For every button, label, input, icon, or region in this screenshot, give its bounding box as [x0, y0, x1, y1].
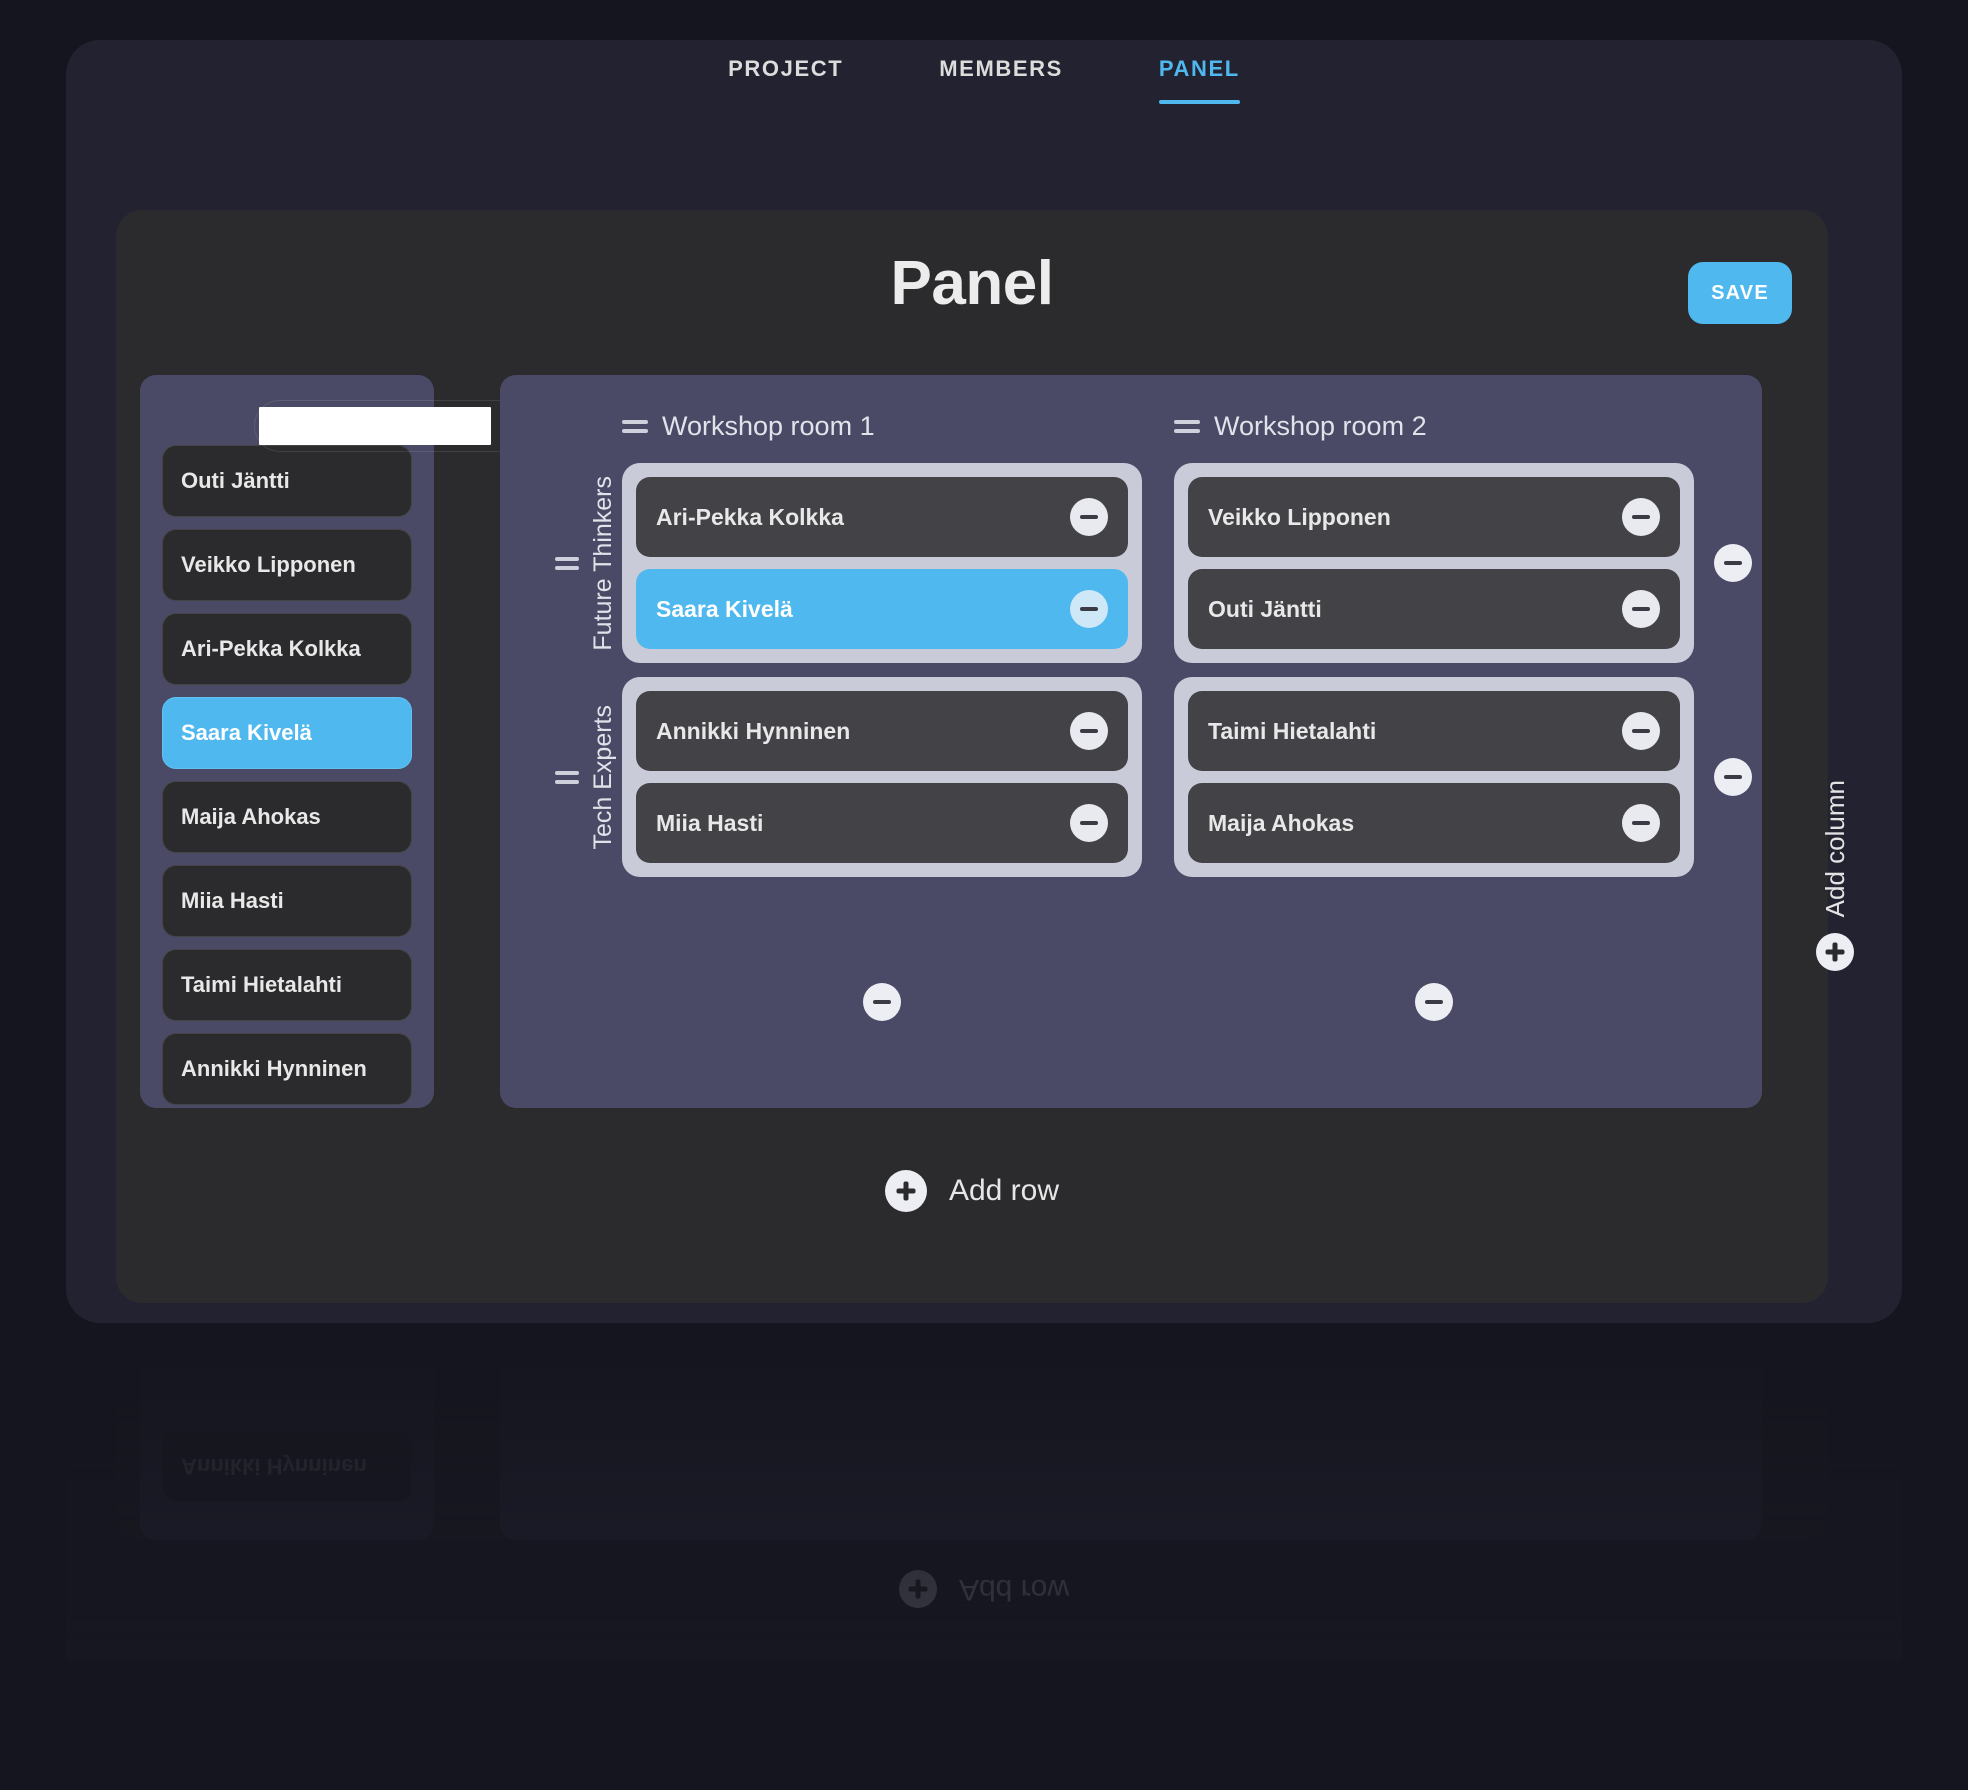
column-headers: Workshop room 1 Workshop room 2	[622, 411, 1722, 442]
list-item[interactable]: Maija Ahokas	[162, 781, 412, 853]
member-chip[interactable]: Taimi Hietalahti	[1188, 691, 1680, 771]
reflection-sidebar: Annikki Hynninen	[140, 1330, 434, 1540]
tab-project[interactable]: PROJECT	[680, 56, 891, 104]
member-chip[interactable]: Saara Kivelä	[636, 569, 1128, 649]
board-row: Future Thinkers Ari-Pekka Kolkka Saara K…	[550, 463, 1752, 663]
row-label-future-thinkers[interactable]: Future Thinkers	[550, 463, 622, 663]
member-chip-label: Maija Ahokas	[1208, 809, 1355, 836]
board-row: Tech Experts Annikki Hynninen Miia Hasti	[550, 677, 1752, 877]
member-chip-label: Veikko Lipponen	[1208, 503, 1391, 530]
column-remove-row	[622, 983, 1722, 1021]
drag-handle-icon[interactable]	[554, 556, 579, 570]
row-cells: Annikki Hynninen Miia Hasti Taimi Hietal…	[622, 677, 1694, 877]
add-column-icon[interactable]	[1816, 933, 1854, 972]
member-chip[interactable]: Maija Ahokas	[1188, 783, 1680, 863]
list-item[interactable]: Annikki Hynninen	[162, 1033, 412, 1105]
remove-row-button[interactable]	[1714, 758, 1752, 796]
member-chip-label: Outi Jäntti	[1208, 595, 1322, 622]
drag-handle-icon[interactable]	[1174, 420, 1200, 433]
cell-r2c2: Taimi Hietalahti Maija Ahokas	[1174, 677, 1694, 877]
page-title: Panel	[890, 249, 1054, 318]
member-pool-sidebar: Outi Jäntti Veikko Lipponen Ari-Pekka Ko…	[140, 375, 434, 1108]
cell-r2c1: Annikki Hynninen Miia Hasti	[622, 677, 1142, 877]
row-label-text: Tech Experts	[588, 704, 617, 850]
member-chip[interactable]: Outi Jäntti	[1188, 569, 1680, 649]
member-chip[interactable]: Annikki Hynninen	[636, 691, 1128, 771]
list-item[interactable]: Ari-Pekka Kolkka	[162, 613, 412, 685]
column-header-label: Workshop room 2	[1214, 411, 1427, 441]
reflection: Add row Annikki Hynninen	[66, 1330, 1902, 1660]
list-item[interactable]: Veikko Lipponen	[162, 529, 412, 601]
list-item[interactable]: Saara Kivelä	[162, 697, 412, 769]
remove-member-icon[interactable]	[1070, 712, 1108, 750]
member-chip-label: Miia Hasti	[656, 809, 764, 836]
cell-r1c1: Ari-Pekka Kolkka Saara Kivelä	[622, 463, 1142, 663]
remove-member-icon[interactable]	[1622, 712, 1660, 750]
remove-member-icon[interactable]	[1622, 498, 1660, 536]
add-row-control[interactable]: Add row	[116, 1170, 1828, 1212]
list-item[interactable]: Miia Hasti	[162, 865, 412, 937]
member-pool-list: Outi Jäntti Veikko Lipponen Ari-Pekka Ko…	[162, 445, 412, 1105]
member-chip[interactable]: Ari-Pekka Kolkka	[636, 477, 1128, 557]
remove-member-icon[interactable]	[1070, 804, 1108, 842]
drag-handle-icon[interactable]	[554, 770, 579, 784]
panel-card: Panel SAVE Outi Jäntti Veikko Lipponen A…	[116, 210, 1854, 1303]
member-chip[interactable]: Miia Hasti	[636, 783, 1128, 863]
cell-r1c2: Veikko Lipponen Outi Jäntti	[1174, 463, 1694, 663]
drag-handle-icon[interactable]	[622, 420, 648, 433]
reflection-add-row: Add row	[66, 1570, 1902, 1608]
reflection-frame: Add row Annikki Hynninen	[66, 1330, 1902, 1660]
column-header-label: Workshop room 1	[662, 411, 875, 441]
list-item[interactable]: Taimi Hietalahti	[162, 949, 412, 1021]
remove-row-button[interactable]	[1714, 544, 1752, 582]
member-chip-label: Taimi Hietalahti	[1208, 717, 1377, 744]
reflection-add-row-icon	[898, 1570, 937, 1608]
reflection-card: Annikki Hynninen	[116, 1330, 1828, 1540]
row-label-text: Future Thinkers	[588, 475, 617, 651]
reflection-add-row-label: Add row	[958, 1573, 1070, 1606]
add-column-label: Add column	[1819, 780, 1850, 918]
member-chip[interactable]: Veikko Lipponen	[1188, 477, 1680, 557]
save-button[interactable]: SAVE	[1688, 262, 1792, 324]
panel-board: Workshop room 1 Workshop room 2 Future T…	[500, 375, 1762, 1108]
row-label-tech-experts[interactable]: Tech Experts	[550, 677, 622, 877]
column-remove-slot-2	[1174, 983, 1694, 1021]
remove-member-icon[interactable]	[1070, 590, 1108, 628]
tab-panel[interactable]: PANEL	[1111, 56, 1288, 104]
row-cells: Ari-Pekka Kolkka Saara Kivelä Veikko Lip…	[622, 463, 1694, 663]
board-rows: Future Thinkers Ari-Pekka Kolkka Saara K…	[550, 463, 1752, 891]
remove-column-button[interactable]	[1415, 983, 1453, 1021]
column-header-2[interactable]: Workshop room 2	[1174, 411, 1694, 442]
add-row-icon[interactable]	[884, 1170, 927, 1212]
remove-member-icon[interactable]	[1622, 590, 1660, 628]
search-input[interactable]	[259, 407, 491, 445]
remove-member-icon[interactable]	[1070, 498, 1108, 536]
top-tabbar: PROJECT MEMBERS PANEL	[0, 56, 1968, 104]
reflection-list-item: Annikki Hynninen	[162, 1430, 412, 1502]
member-chip-label: Annikki Hynninen	[656, 717, 851, 744]
remove-member-icon[interactable]	[1622, 804, 1660, 842]
tab-members[interactable]: MEMBERS	[891, 56, 1111, 104]
remove-column-button[interactable]	[863, 983, 901, 1021]
member-chip-label: Ari-Pekka Kolkka	[656, 503, 844, 530]
add-row-label: Add row	[948, 1174, 1060, 1207]
column-header-1[interactable]: Workshop room 1	[622, 411, 1142, 442]
list-item[interactable]: Outi Jäntti	[162, 445, 412, 517]
add-column-control[interactable]: Add column	[1816, 780, 1854, 972]
column-remove-slot-1	[622, 983, 1142, 1021]
reflection-board	[500, 1330, 1762, 1540]
member-chip-label: Saara Kivelä	[656, 595, 793, 622]
